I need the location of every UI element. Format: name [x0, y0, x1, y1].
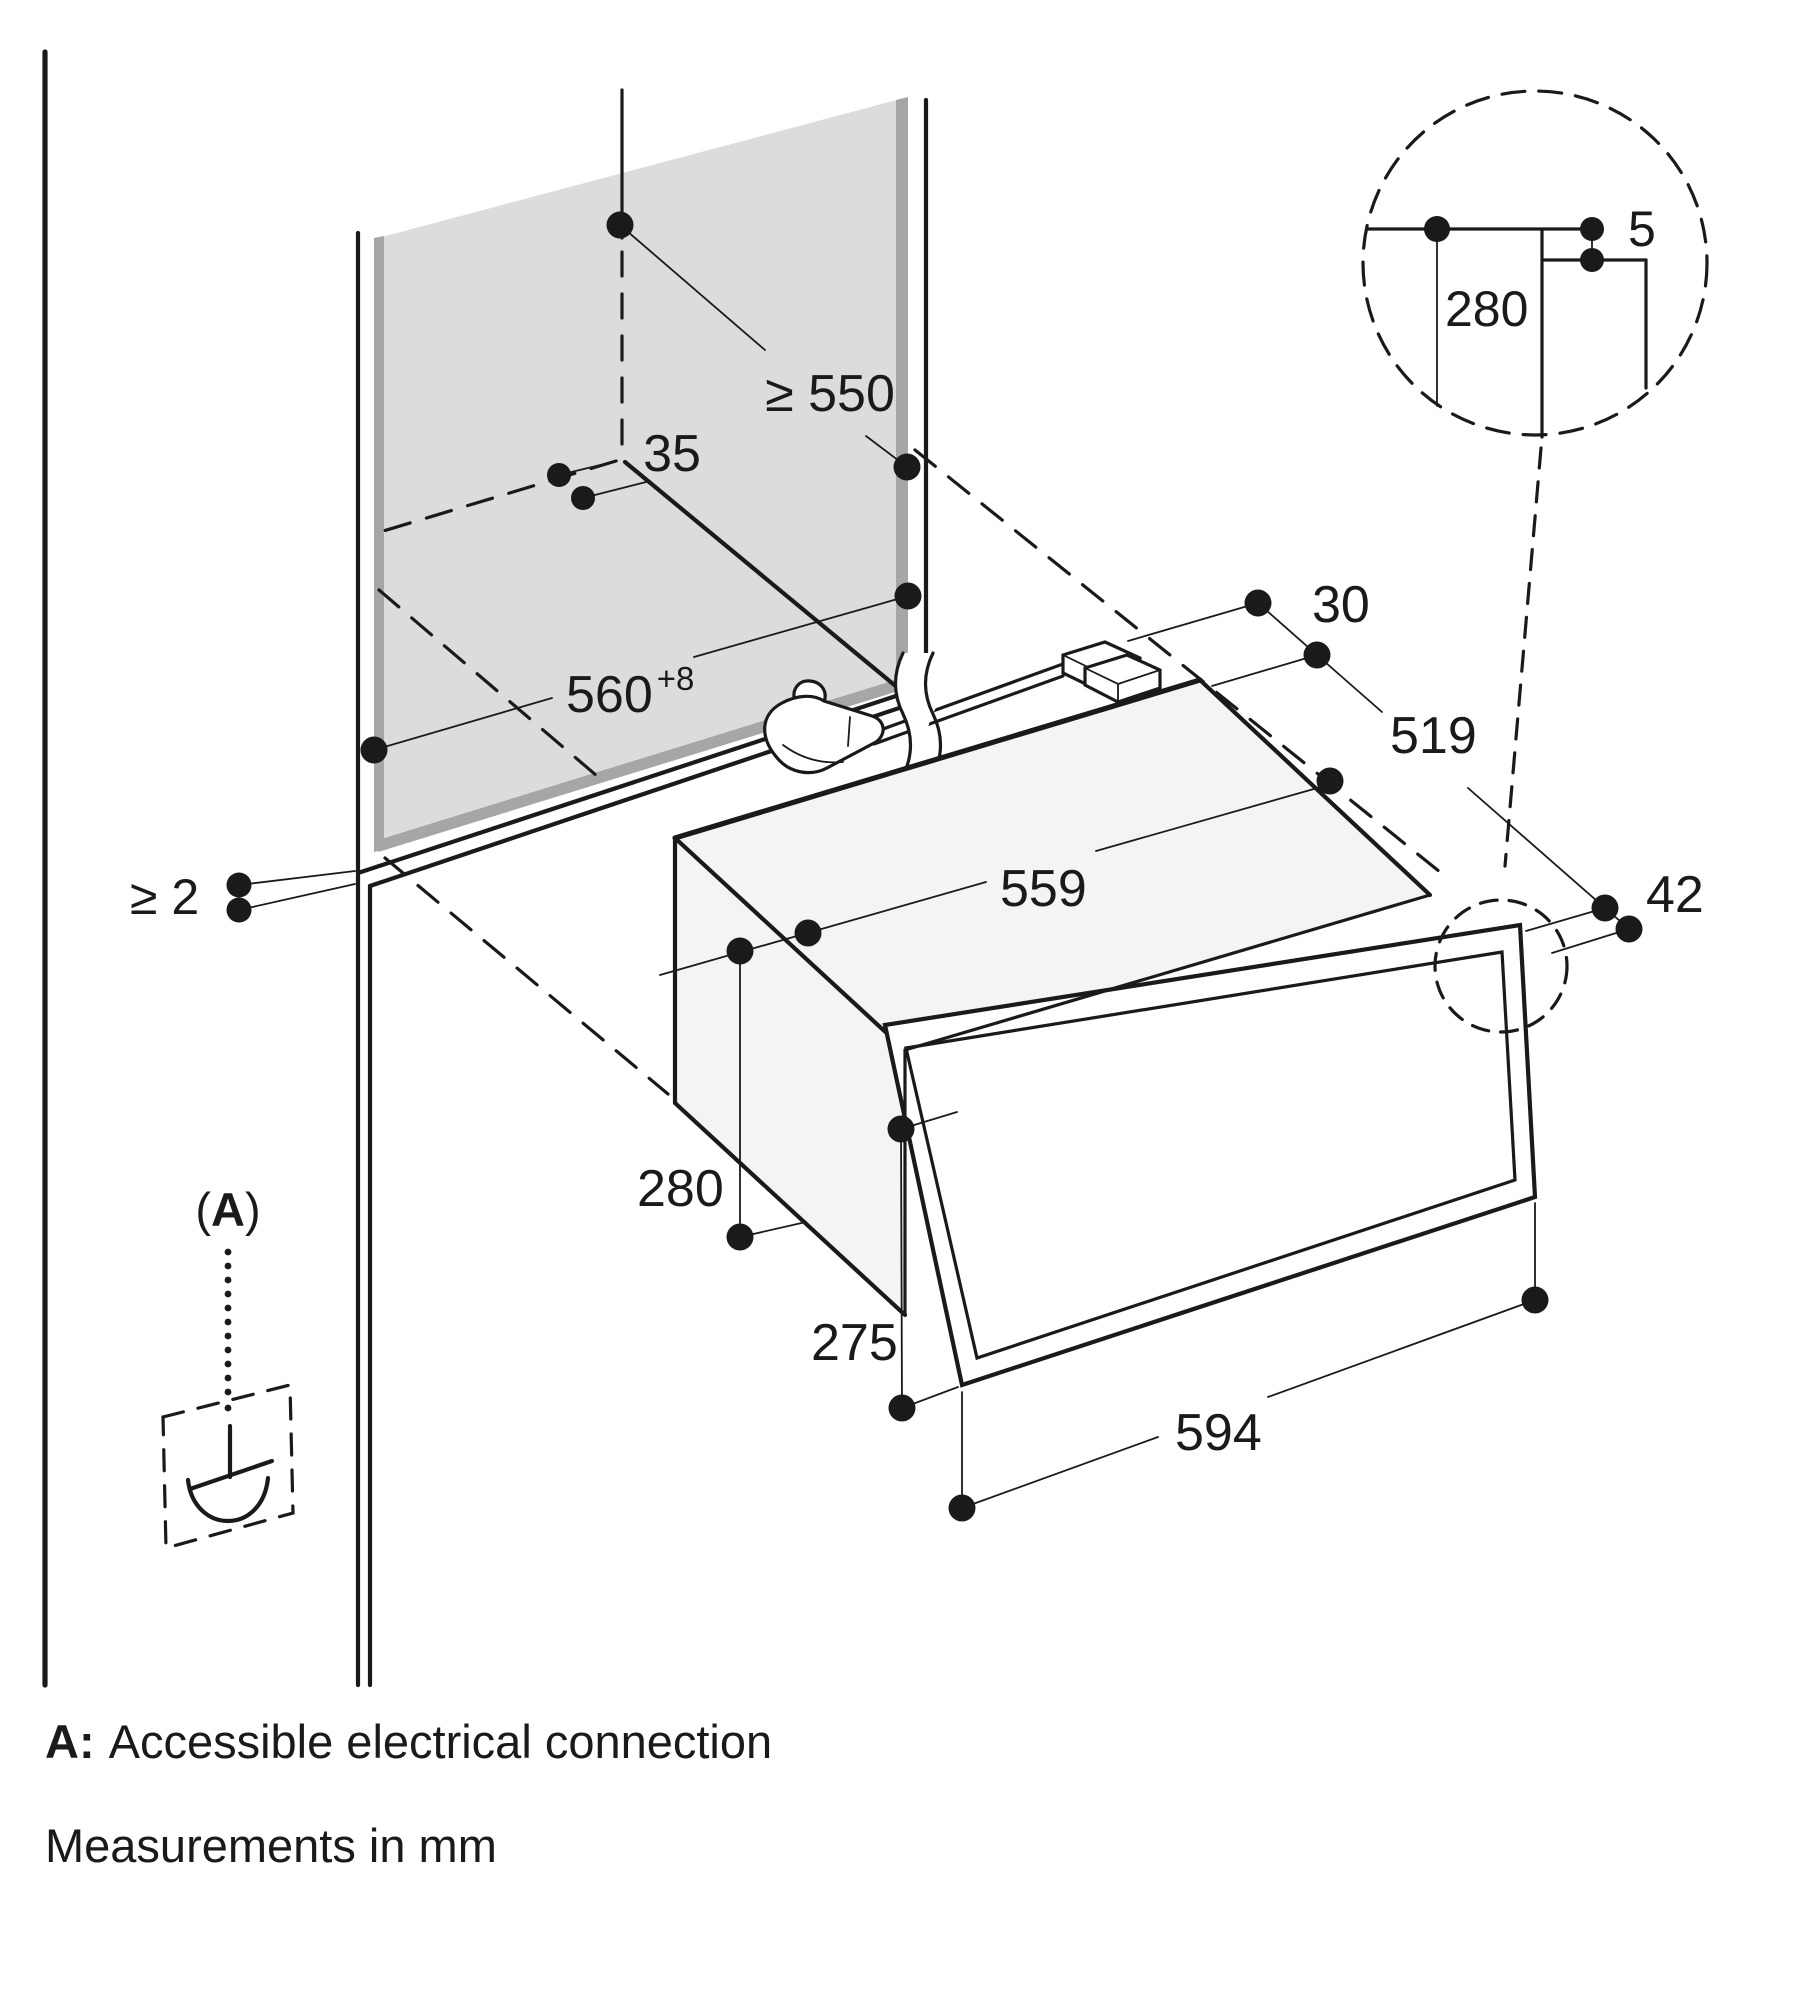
- dim-label-front-width: 594: [1175, 1404, 1262, 1462]
- dim-dot: [794, 919, 822, 947]
- connection-area-box: [161, 1382, 295, 1551]
- legend-line: A:Accessible electrical connection: [45, 1715, 772, 1768]
- dim-label-clearance-depth: ≥ 550: [765, 365, 895, 423]
- dim-dot: [726, 1223, 754, 1251]
- cable-line-2: [872, 674, 1065, 746]
- dim-dot: [887, 1115, 915, 1143]
- projection-line-left: [383, 856, 670, 1096]
- units-note: Measurements in mm: [45, 1819, 497, 1872]
- power-cable-assembly: [763, 640, 1162, 778]
- dim-clearance-depth: ≥ 550: [606, 211, 921, 481]
- appliance-front-frame: [882, 893, 1538, 1388]
- detail-label-niche-height: 280: [1445, 281, 1528, 337]
- dim-label-front-gap: ≥ 2: [130, 869, 199, 925]
- dim-label-appliance-height: 280: [637, 1160, 724, 1218]
- dim-label-front-height: 275: [811, 1314, 898, 1372]
- dim-appliance-width: 559: [659, 767, 1344, 976]
- dim-dot: [1591, 894, 1619, 922]
- dim-niche-width: 560+8: [360, 582, 922, 764]
- appliance-right-top-edge: [1197, 677, 1433, 898]
- hidden-niche-lines: [377, 88, 901, 778]
- dim-front-gap: ≥ 2: [130, 869, 356, 925]
- dim-depth-chain: 30 519 42: [1127, 576, 1704, 954]
- dim-appliance-height: 280: [637, 937, 807, 1251]
- detail-label-top-gap: 5: [1628, 201, 1656, 257]
- dim-dot: [360, 736, 388, 764]
- appliance-top-face: [675, 680, 1430, 1050]
- niche-hidden-floor-edge: [377, 588, 599, 778]
- dim-dot: [1580, 217, 1604, 241]
- callout-label: (A): [195, 1183, 260, 1236]
- cable-grommet: [763, 679, 885, 775]
- dim-dot: [1521, 1286, 1549, 1314]
- dim-label-appliance-depth: 519: [1390, 707, 1477, 765]
- appliance-rear-top-edge: [672, 677, 1203, 841]
- detail-connector-line: [1503, 446, 1543, 868]
- dim-dot: [226, 897, 252, 923]
- dim-dot: [571, 486, 595, 510]
- frame-inner: [904, 950, 1517, 1361]
- frame-outer: [882, 922, 1538, 1388]
- dim-dot: [948, 1494, 976, 1522]
- detail-reference-circle: [1433, 898, 1569, 1034]
- dim-dot: [1244, 589, 1272, 617]
- dim-label-rear-gap: 30: [1312, 576, 1370, 634]
- appliance-left-top-edge: [672, 835, 908, 1053]
- dim-dot: [606, 211, 634, 239]
- dim-dot: [1615, 915, 1643, 943]
- niche-floor-corner-edge: [622, 459, 901, 691]
- cable-line-1: [870, 662, 1065, 735]
- dim-label-niche-width: 560+8: [566, 660, 694, 724]
- dim-dot: [894, 582, 922, 610]
- dim-label-appliance-width: 559: [1000, 860, 1087, 918]
- dim-dot: [226, 872, 252, 898]
- electrical-connection-callout: (A): [161, 1183, 295, 1551]
- niche-panel-right-edge: [896, 97, 908, 692]
- dim-dot: [547, 463, 571, 487]
- dotted-leader: [224, 1248, 232, 1412]
- dim-dot: [893, 453, 921, 481]
- dim-dot: [1316, 767, 1344, 795]
- projection-line-right: [913, 448, 1442, 874]
- dim-dot: [1424, 216, 1450, 242]
- niche-panel-left-edge: [374, 236, 384, 852]
- dim-label-recess: 35: [643, 425, 701, 483]
- dim-dot: [1580, 248, 1604, 272]
- dim-front-height: 275: [811, 1111, 959, 1422]
- dim-label-frame-offset: 42: [1646, 866, 1704, 924]
- mains-plug: [1061, 640, 1162, 704]
- detail-view: 280 5: [1361, 89, 1709, 439]
- appliance-front-top-edge: [903, 893, 1432, 1052]
- dim-dot: [726, 937, 754, 965]
- electrical-connection-symbol: [185, 1423, 275, 1524]
- dim-dot: [888, 1394, 916, 1422]
- appliance-bottom-left-edge: [672, 1100, 908, 1318]
- detail-circle: [1361, 89, 1709, 437]
- dim-dot: [1303, 641, 1331, 669]
- dim-front-width: 594: [948, 1202, 1549, 1522]
- dim-recess: 35: [547, 425, 701, 510]
